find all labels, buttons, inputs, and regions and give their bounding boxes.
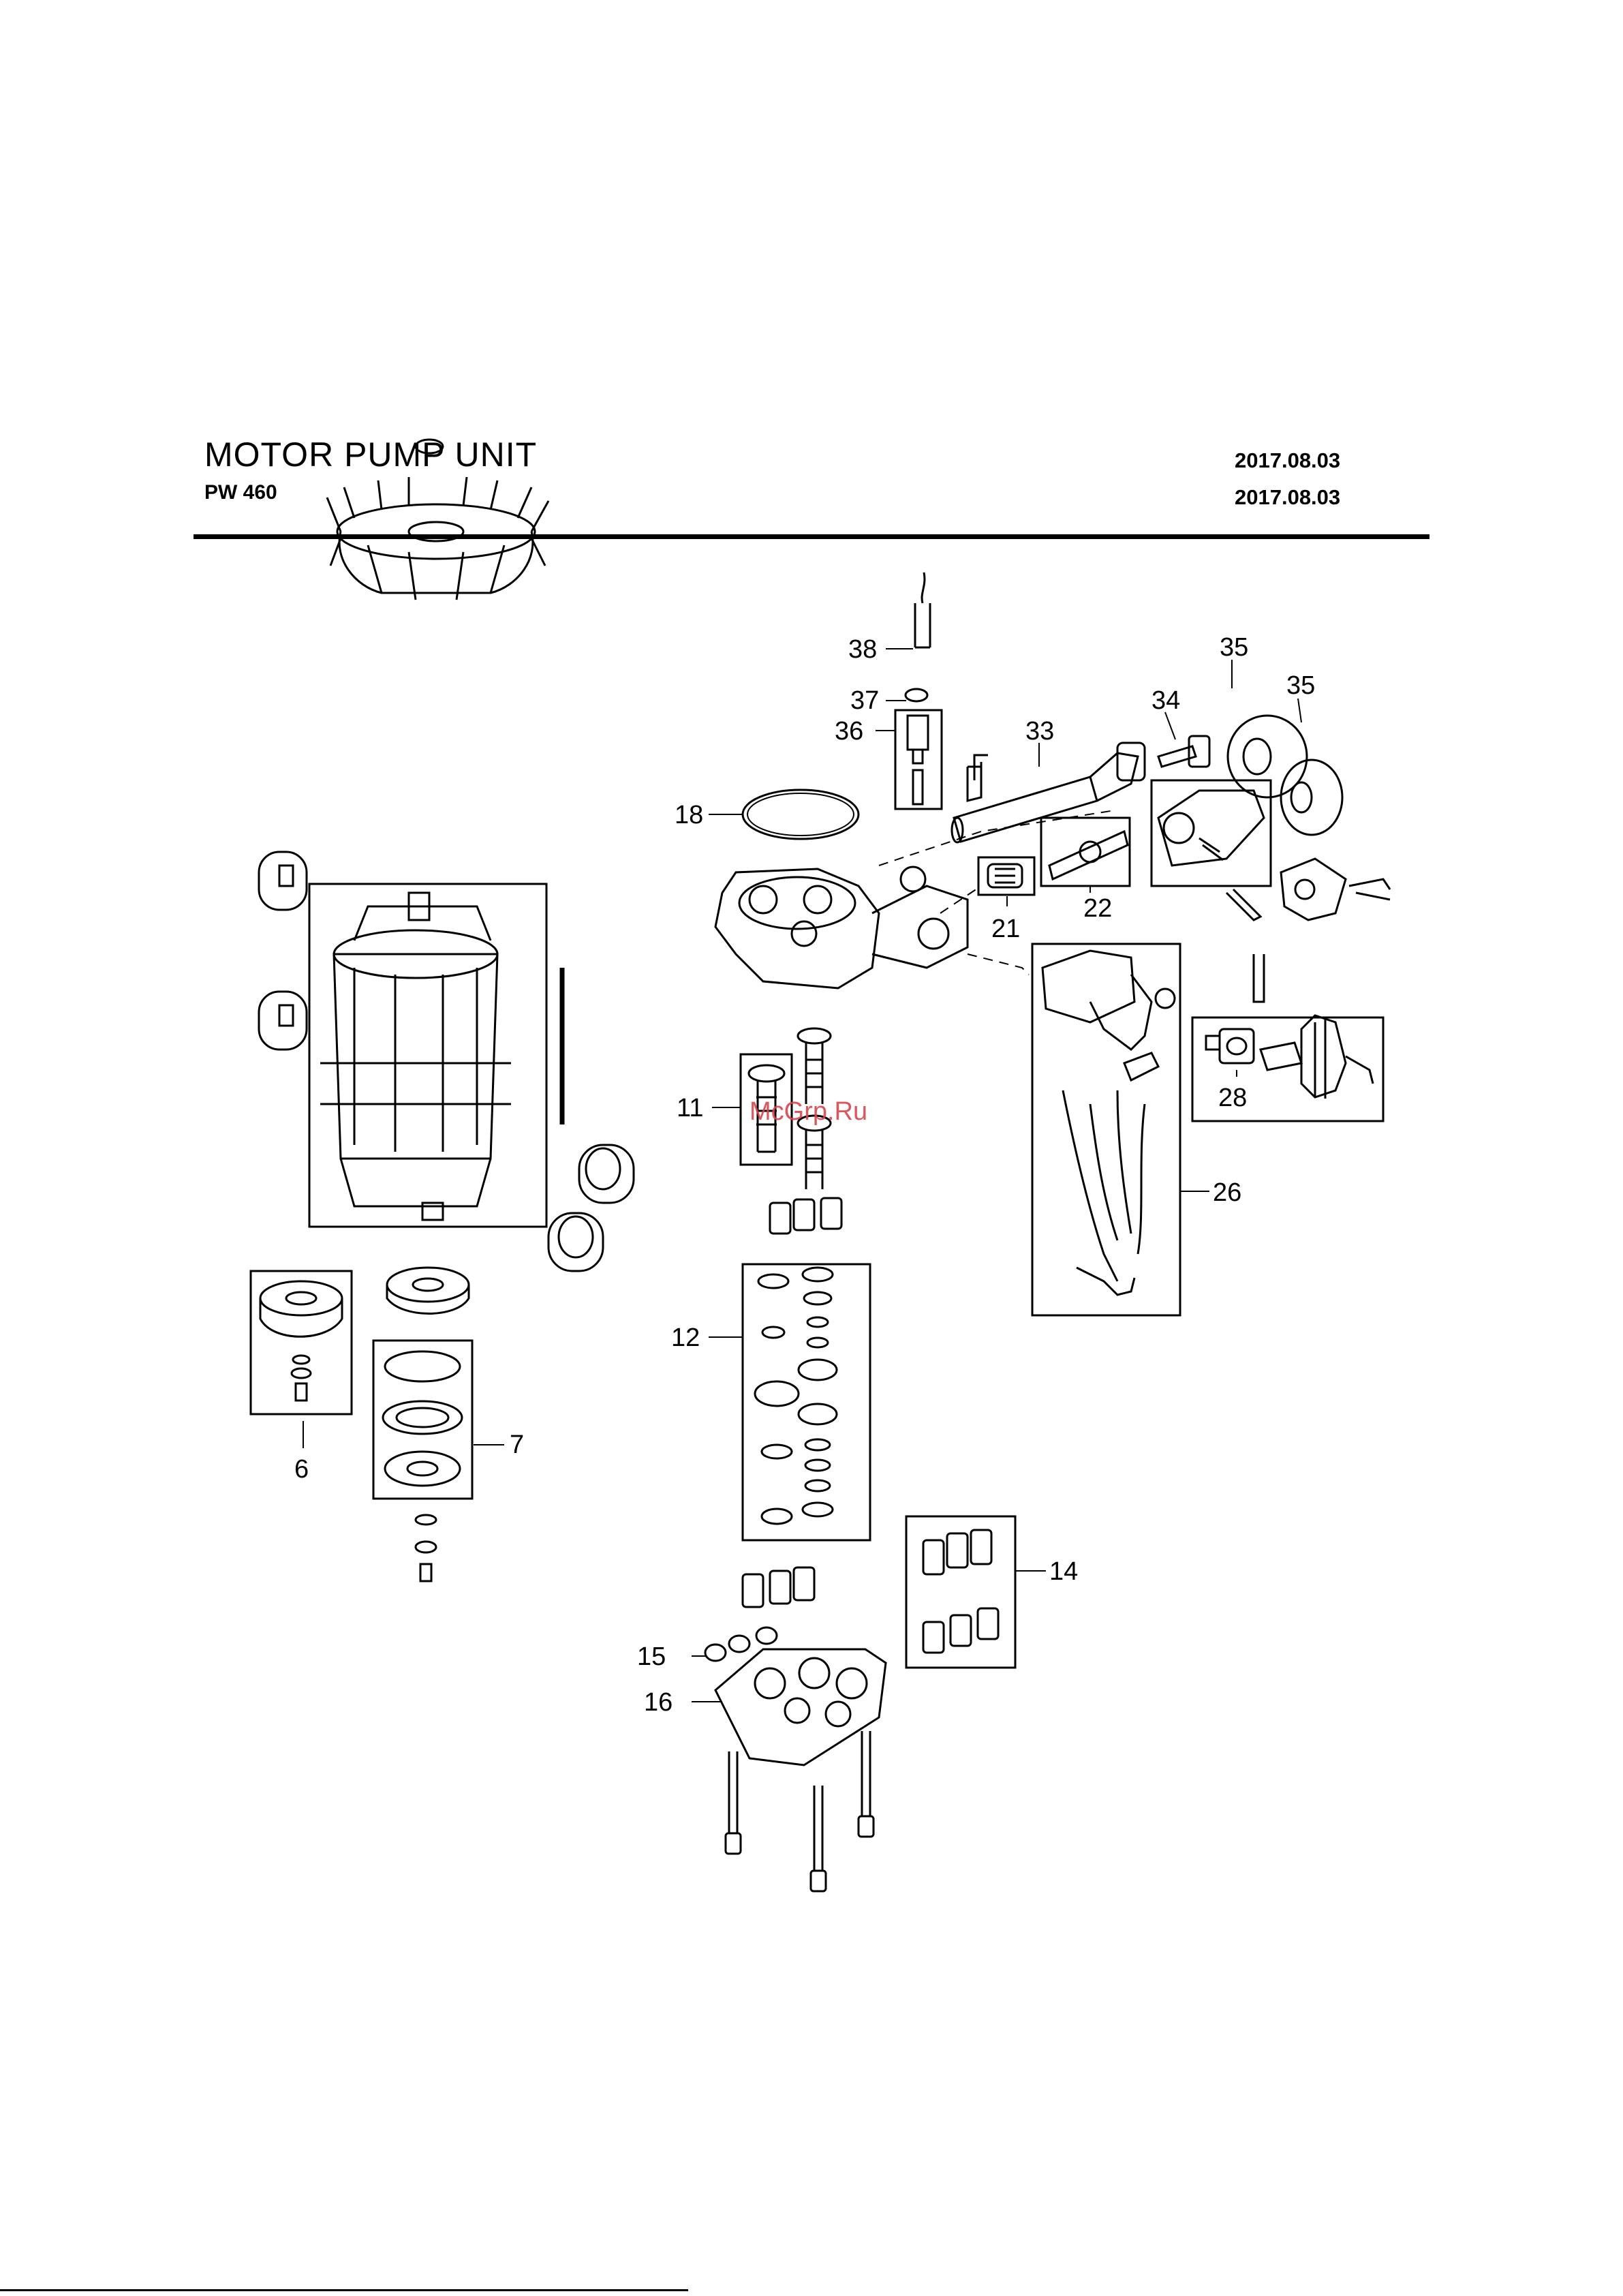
- part-21-unloader-cap: [988, 864, 1022, 887]
- callout-35b: 35: [1286, 671, 1315, 700]
- callout-18: 18: [675, 801, 703, 829]
- unloader-housing-frame: [1151, 780, 1271, 886]
- watermark-text: McGrp.Ru: [749, 1097, 867, 1127]
- motor-stator: [320, 893, 511, 1220]
- pump-assembly: [705, 572, 1390, 1891]
- part-36-valve: [908, 716, 928, 804]
- part-15-plugs: [705, 1627, 777, 1661]
- callout-7: 7: [510, 1430, 524, 1459]
- callout-33: 33: [1025, 717, 1054, 746]
- callout-34: 34: [1151, 686, 1180, 715]
- part-38-hose: [915, 572, 930, 647]
- part-14-valve-kit: [923, 1530, 998, 1653]
- callout-35a: 35: [1220, 633, 1248, 662]
- callout-36: 36: [835, 717, 863, 746]
- footer-divider: [0, 2289, 688, 2291]
- check-valves-lower: [743, 1567, 814, 1607]
- part-22-unloader-piston: [1049, 831, 1128, 879]
- callout-14: 14: [1049, 1557, 1078, 1586]
- callout-21: 21: [991, 915, 1020, 943]
- motor-assembly: [251, 440, 634, 1581]
- callout-15: 15: [637, 1642, 666, 1671]
- callout-26: 26: [1213, 1178, 1241, 1207]
- callout-16: 16: [644, 1688, 673, 1717]
- part-7-bearing-set: [383, 1351, 462, 1581]
- callout-11: 11: [677, 1094, 703, 1122]
- front-end-shield: [387, 1268, 469, 1314]
- u-clip-lower: [1226, 889, 1264, 1002]
- callout-12: 12: [671, 1323, 700, 1352]
- unloader-housing: [1158, 791, 1264, 866]
- check-valves-upper: [770, 1198, 841, 1234]
- callout-37: 37: [850, 686, 879, 715]
- callout-38: 38: [848, 635, 877, 664]
- part-22-frame: [1041, 818, 1130, 886]
- callout-22: 22: [1083, 894, 1112, 923]
- callout-numbers: 6 7 11 12 14 15 16 18 21 22 26 28 33 34 …: [294, 633, 1315, 1717]
- brush-holder-left: [259, 852, 307, 1050]
- part-12-seal-kit: [755, 1268, 837, 1524]
- part-16-manifold: [715, 1649, 886, 1765]
- snap-ring: [416, 440, 443, 453]
- part-33-plunger-shaft: [952, 743, 1145, 842]
- part-36-frame: [895, 710, 942, 809]
- pressure-switch-housing: [1281, 859, 1390, 920]
- part-6-bearing-cover: [260, 1281, 342, 1400]
- part-26-pressure-switch-harness: [1042, 951, 1175, 1295]
- callout-28: 28: [1218, 1084, 1247, 1112]
- part-18-o-ring: [743, 790, 859, 839]
- part-34-bolt: [1158, 736, 1209, 767]
- callout-6: 6: [294, 1455, 309, 1484]
- carbon-brush-right: [548, 1145, 634, 1271]
- pump-head-housing: [715, 867, 968, 988]
- part-35-washer-b: [1281, 760, 1342, 835]
- cooling-fan: [327, 477, 548, 600]
- part-37-clip: [906, 689, 927, 701]
